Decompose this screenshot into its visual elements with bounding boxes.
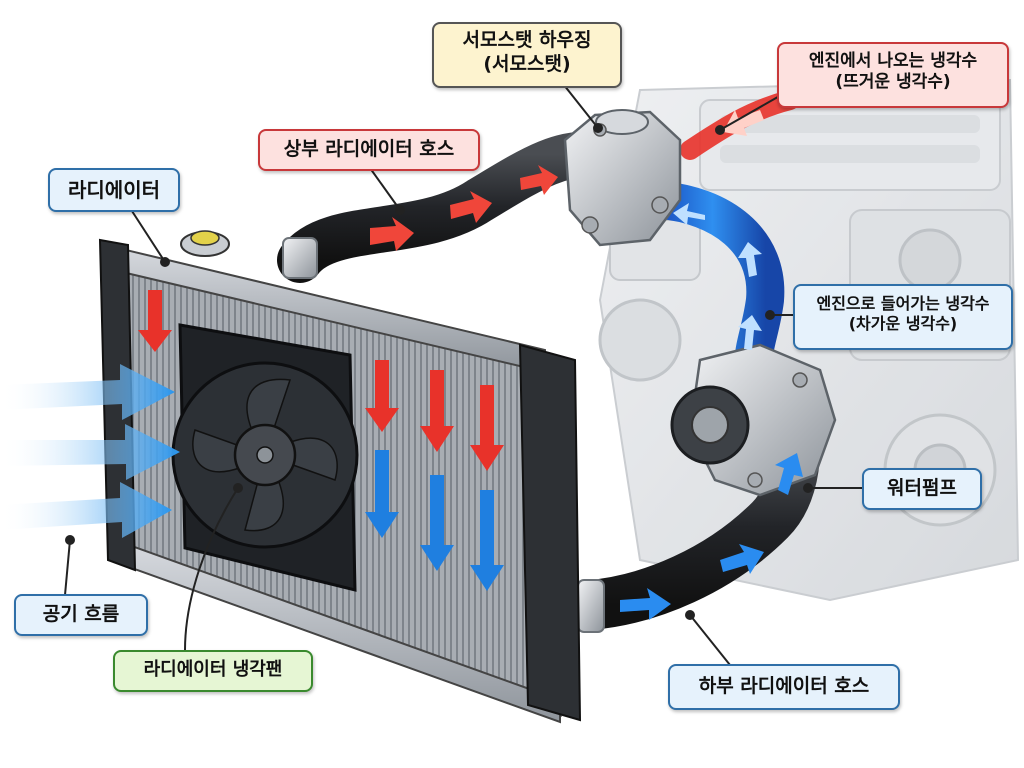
cold-coolant-label-line2: (차가운 냉각수) bbox=[848, 314, 958, 333]
cooling-fan-label-text: 라디에이터 냉각팬 bbox=[143, 659, 283, 680]
lower-hose-label-text: 하부 라디에이터 호스 bbox=[698, 675, 870, 697]
thermostat-label: 서모스탯 하우징 (서모스탯) bbox=[432, 22, 622, 88]
lower-hose-label: 하부 라디에이터 호스 bbox=[668, 664, 900, 710]
airflow-label: 공기 흐름 bbox=[14, 594, 148, 636]
hot-coolant-label-line2: (뜨거운 냉각수) bbox=[835, 72, 951, 93]
water-pump-label: 워터펌프 bbox=[862, 468, 982, 510]
thermostat-label-line2: (서모스탯) bbox=[483, 52, 571, 75]
airflow-arrows bbox=[0, 364, 180, 538]
leader-lines bbox=[64, 79, 865, 666]
cooling-fan-label: 라디에이터 냉각팬 bbox=[113, 650, 313, 692]
hot-coolant-arrows bbox=[138, 290, 504, 471]
engine-outlet-arrows bbox=[723, 110, 764, 136]
hot-coolant-label-line1: 엔진에서 나오는 냉각수 bbox=[808, 51, 978, 71]
radiator-cooling-fan bbox=[171, 323, 359, 592]
water-pump-label-text: 워터펌프 bbox=[887, 477, 957, 499]
water-pump bbox=[670, 343, 837, 497]
upper-hose-flow-arrows bbox=[370, 165, 558, 251]
upper-hose-label-text: 상부 라디에이터 호스 bbox=[283, 138, 455, 160]
cold-coolant-arrows bbox=[365, 450, 504, 591]
airflow-label-text: 공기 흐름 bbox=[42, 603, 120, 625]
thermostat-housing bbox=[563, 109, 682, 247]
thermostat-label-line1: 서모스탯 하우징 bbox=[462, 29, 592, 51]
cold-coolant-label: 엔진으로 들어가는 냉각수 (차가운 냉각수) bbox=[793, 284, 1013, 350]
upper-radiator-hose bbox=[277, 131, 623, 283]
hot-coolant-label: 엔진에서 나오는 냉각수 (뜨거운 냉각수) bbox=[777, 42, 1009, 108]
lower-hose-flow-arrows bbox=[620, 453, 803, 620]
inlet-pipe-flow-arrows bbox=[673, 203, 762, 350]
radiator-label: 라디에이터 bbox=[48, 168, 180, 212]
cold-coolant-label-line1: 엔진으로 들어가는 냉각수 bbox=[816, 294, 990, 313]
upper-hose-label: 상부 라디에이터 호스 bbox=[258, 129, 480, 171]
radiator-label-text: 라디에이터 bbox=[68, 178, 160, 202]
